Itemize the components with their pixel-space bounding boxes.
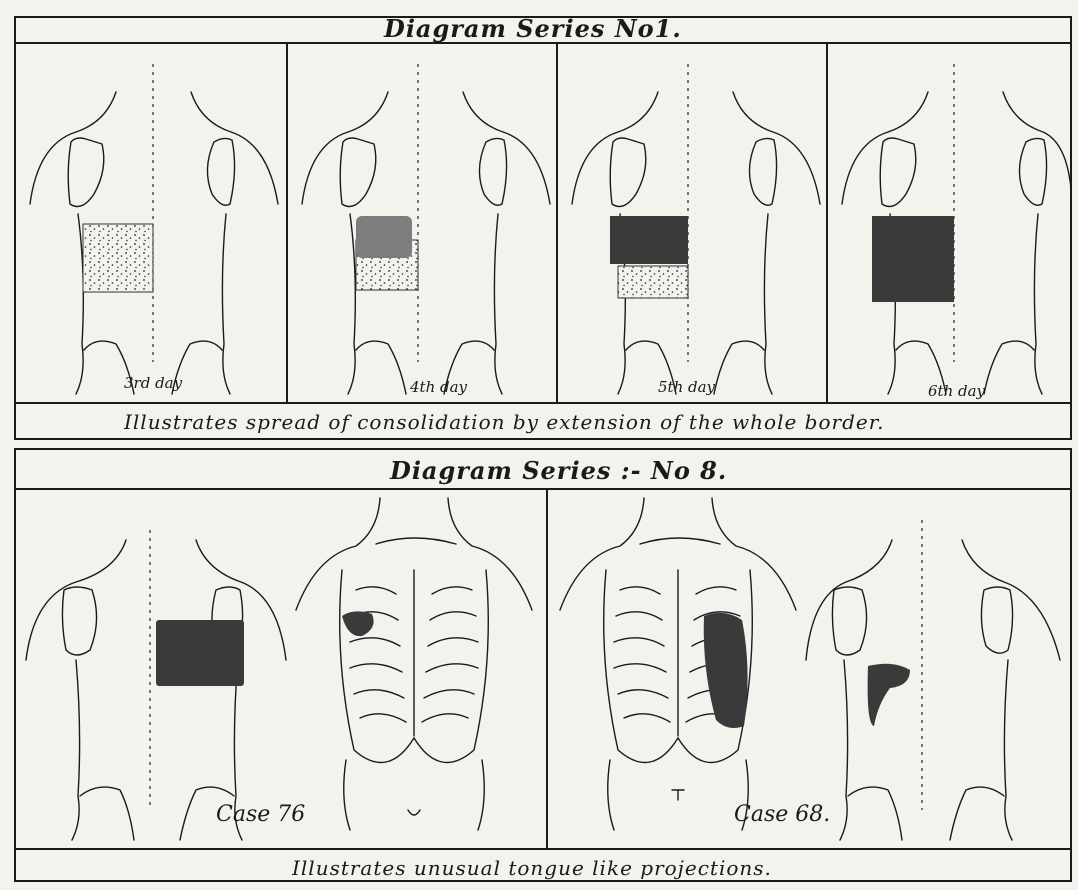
series2-caption: Illustrates unusual tongue like projecti… [292,856,772,880]
back-torso-figure-4 [828,44,1072,402]
series2-title: Diagram Series :- No 8. [390,456,727,485]
series1-caption: Illustrates spread of consolidation by e… [124,410,884,434]
series2-panel-2: Case 68. [548,490,1070,848]
series1-title: Diagram Series No1. [384,14,682,43]
day-label-3: 5th day [658,378,715,396]
day-label-1: 3rd day [124,374,182,392]
day-label-4: 6th day [928,382,985,400]
series1-panel-3: 5th day [558,44,828,402]
case-76-figures [16,490,544,848]
case-68-figures [548,490,1070,848]
back-torso-figure-3 [558,44,824,402]
case-label-2: Case 68. [734,802,830,827]
day-label-2: 4th day [410,378,467,396]
back-torso-figure-1 [16,44,284,402]
series1-panel-4: 6th day [828,44,1072,402]
series2-panel-1: Case 76 [16,490,548,848]
series1-panel-1: 3rd day [16,44,288,402]
back-torso-figure-2 [288,44,554,402]
series1-panel-2: 4th day [288,44,558,402]
case-label-1: Case 76 [216,802,305,827]
